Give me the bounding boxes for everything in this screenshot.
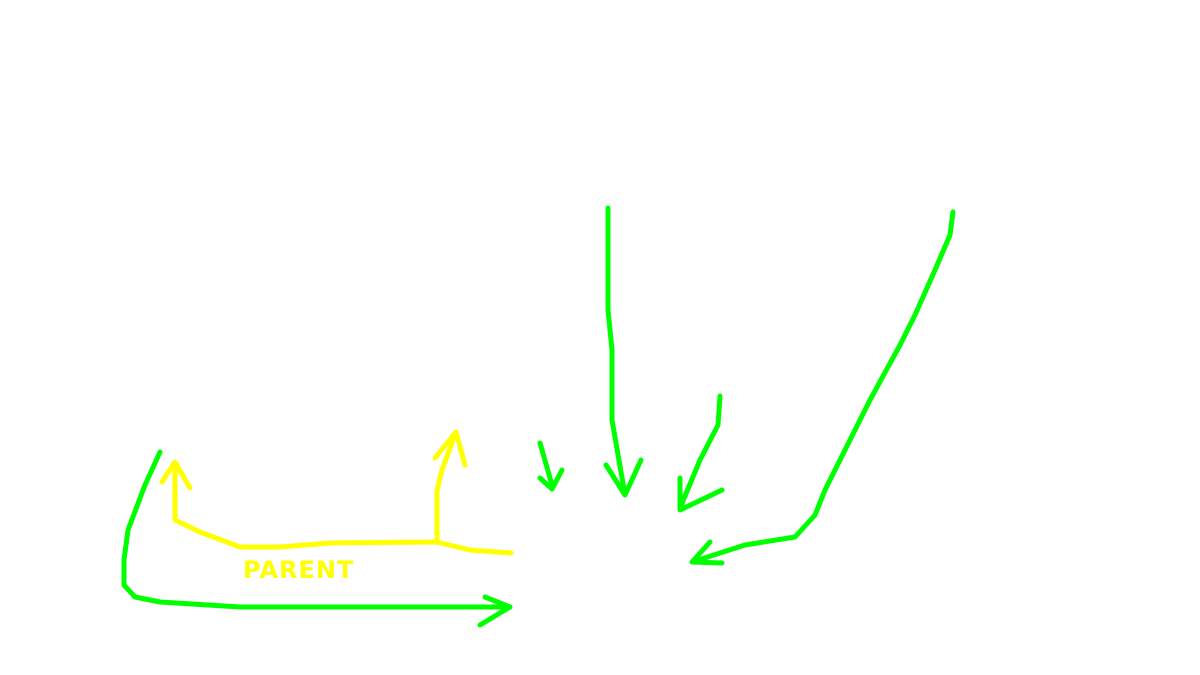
right-up-arrow <box>432 429 468 545</box>
parent-label: PARENT <box>243 556 354 584</box>
arrow-long-from-top-right <box>689 209 956 566</box>
parent-bracket-line <box>172 459 514 556</box>
arrow-bottom-right <box>121 449 513 628</box>
green-arrows <box>121 205 956 628</box>
arrow-down-long <box>603 205 644 498</box>
left-up-arrow <box>159 459 193 491</box>
arrow-curved-down-left <box>677 393 725 513</box>
arrow-short-diagonal <box>537 440 565 492</box>
yellow-parent-bracket: PARENT <box>159 429 514 584</box>
